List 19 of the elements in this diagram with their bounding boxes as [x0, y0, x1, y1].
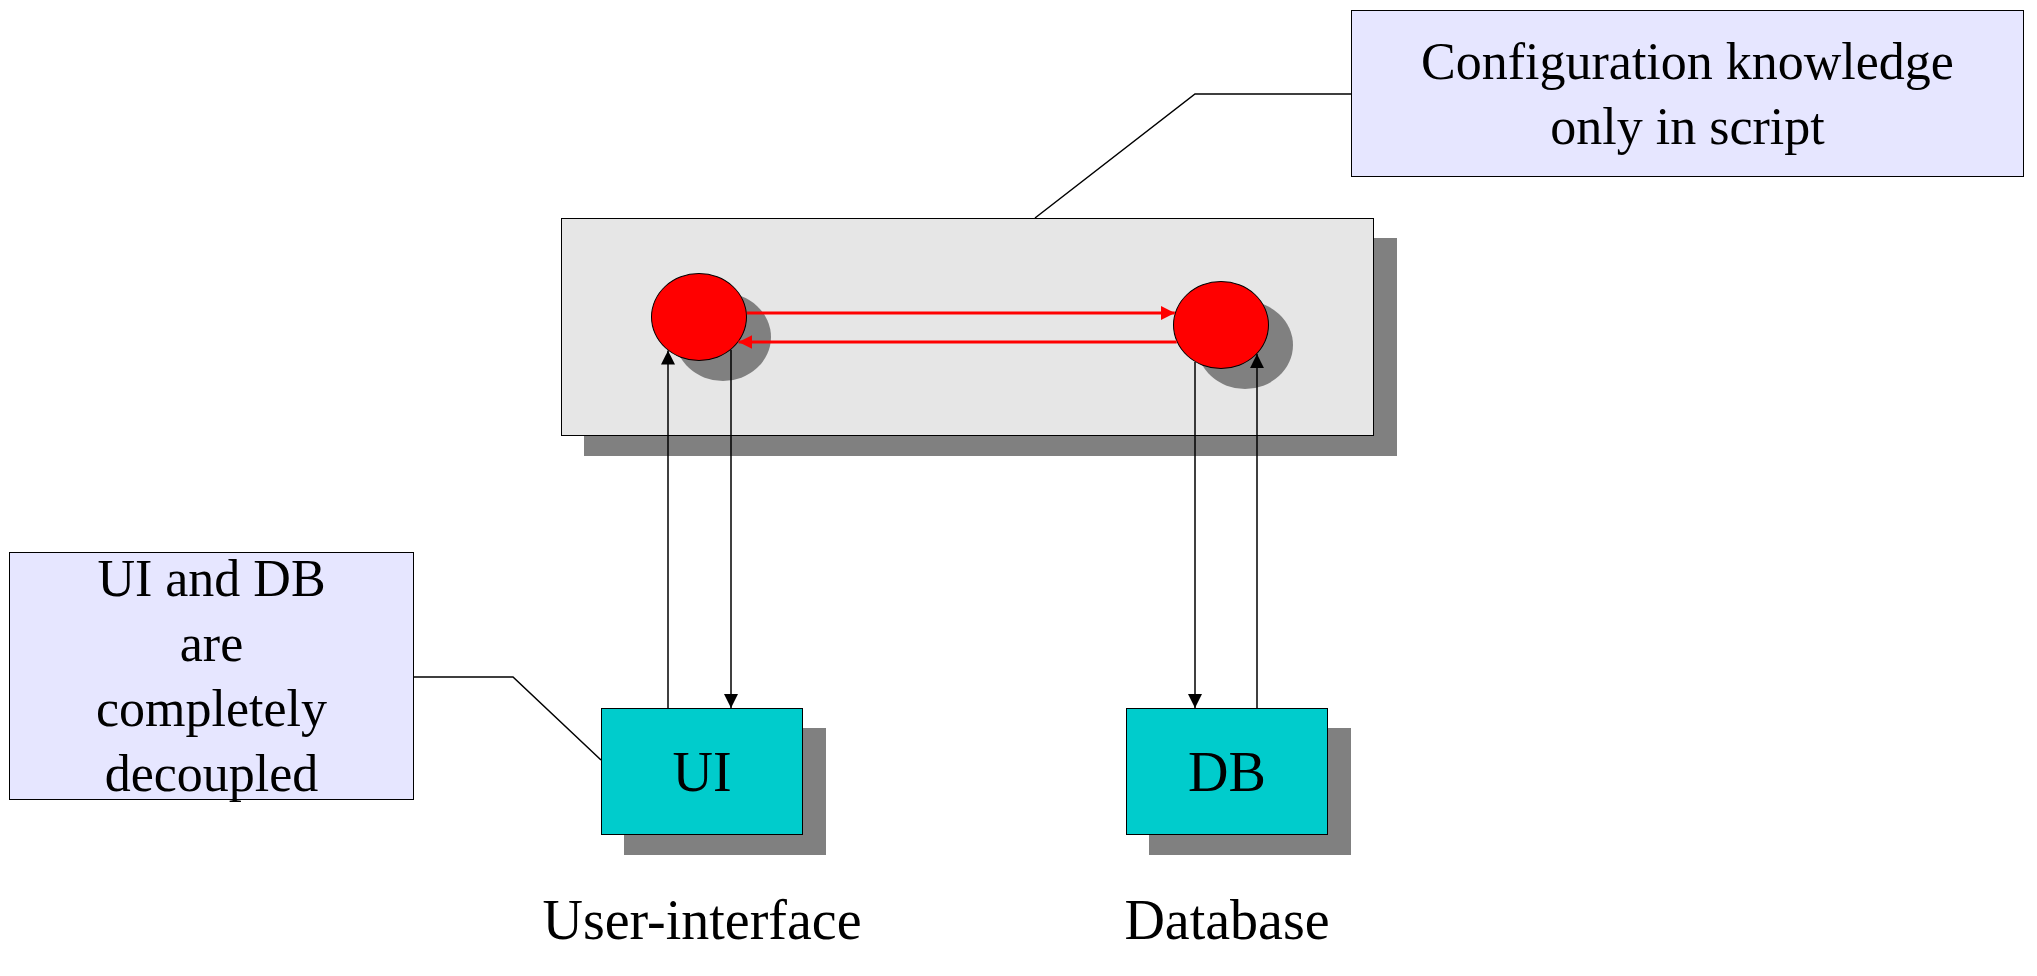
arrow	[746, 306, 1175, 320]
arrow	[738, 335, 1177, 349]
component-caption: User-interface	[541, 888, 863, 953]
component-box	[601, 708, 803, 835]
arrow	[1250, 353, 1264, 709]
component-label: UI	[672, 739, 732, 805]
panel-box	[561, 218, 1374, 436]
leader-line	[1034, 93, 1352, 219]
arrow	[1188, 361, 1202, 709]
callout-box	[9, 552, 414, 800]
arrow	[724, 349, 738, 709]
callout-text: Configuration knowledge only in script	[1420, 31, 1955, 157]
callout-box	[1351, 10, 2024, 177]
component-label: DB	[1188, 739, 1266, 805]
arrow	[661, 349, 675, 709]
leader-line	[413, 676, 602, 761]
component-box	[1126, 708, 1328, 835]
component-caption: Database	[1123, 888, 1331, 953]
callout-text: UI and DB are completely decoupled	[95, 549, 328, 804]
